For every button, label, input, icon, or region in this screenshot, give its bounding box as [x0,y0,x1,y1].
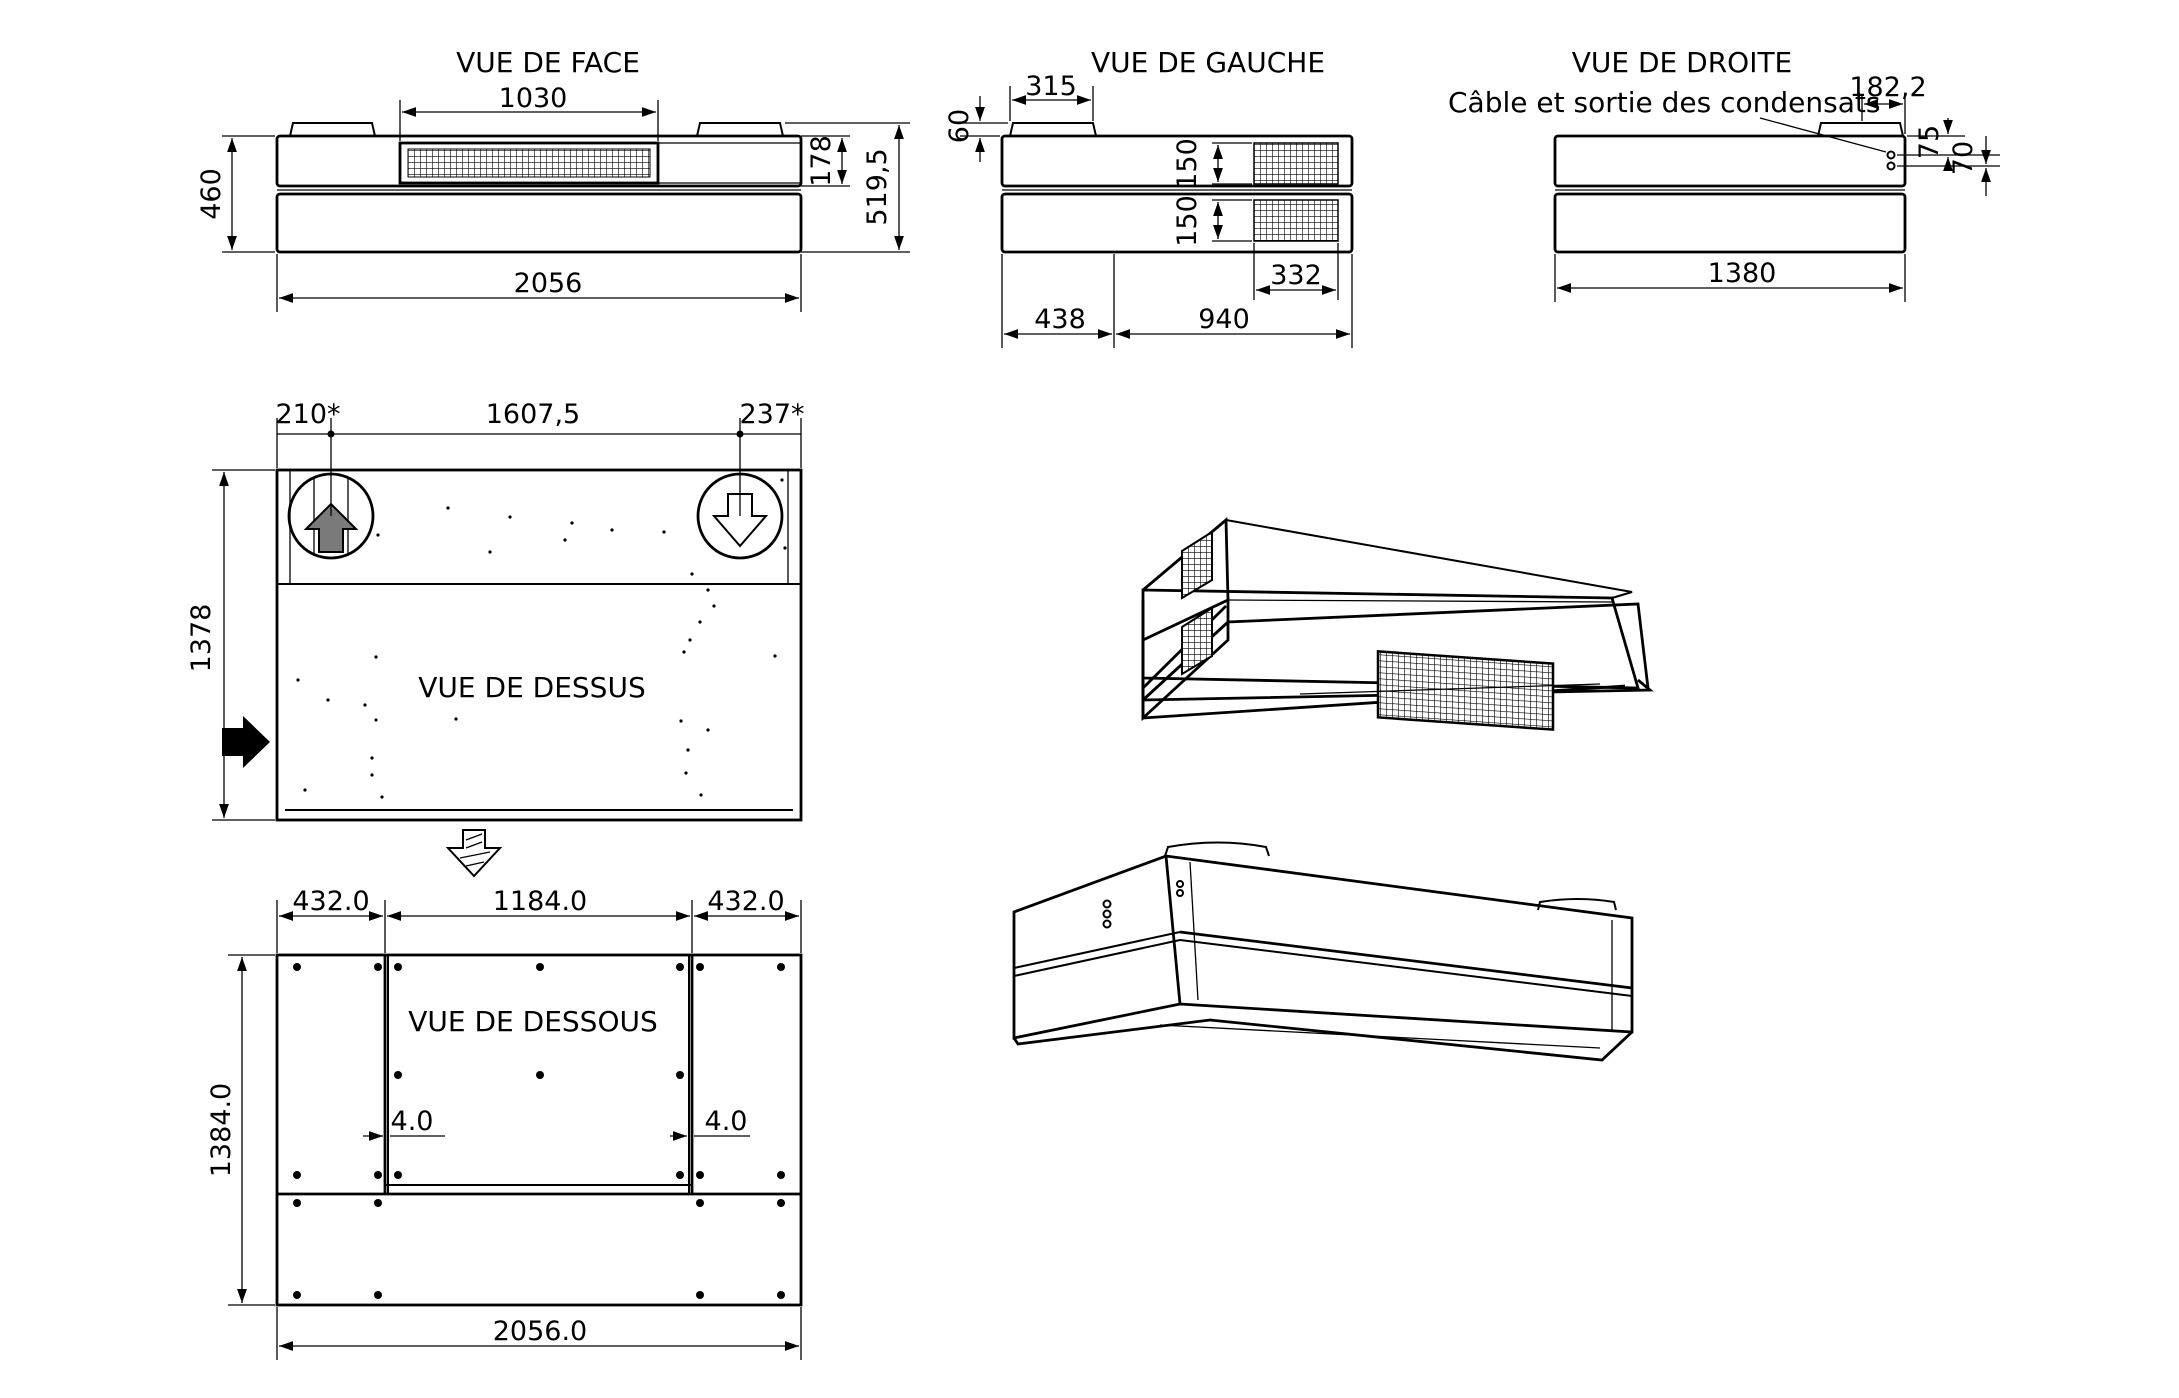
right-view-note: Câble et sortie des condensats [1448,86,1880,119]
left-duct [1009,122,1097,137]
view-direction-arrow-icon [445,829,503,878]
right-duct [1817,122,1904,137]
dim-top-between-axes: 1607,5 [486,399,580,430]
dim-top-left-axis: 210* [275,399,340,430]
iso1-side-grille-top [1181,530,1213,600]
dim-bottom-width: 2056.0 [493,1316,587,1347]
dim-front-grille-height: 178 [806,135,837,187]
dim-right-70: 70 [1948,141,1979,175]
bottom-body [275,953,803,1307]
right-view-title: VUE DE DROITE [1572,46,1793,79]
dim-right-75: 75 [1914,125,1945,159]
top-view-title: VUE DE DESSUS [418,671,645,704]
dim-left-duct-width: 315 [1025,71,1077,102]
dim-front-grille-width: 1030 [499,83,568,114]
iso2-connector-1 [1102,899,1112,909]
dim-left-offset: 438 [1034,304,1086,335]
left-view-title: VUE DE GAUCHE [1091,46,1325,79]
condensate-outlet [1886,161,1896,171]
dim-left-right-part: 940 [1198,304,1250,335]
top-surface-speckles [296,478,787,799]
dim-right-width: 1380 [1708,258,1777,289]
dim-left-grille-top-height: 150 [1172,138,1203,190]
dim-left-grille-width: 332 [1270,260,1322,291]
front-upper-body [275,134,803,188]
dim-bottom-depth: 1384.0 [206,1083,237,1177]
front-view-title: VUE DE FACE [456,46,640,79]
dim-right-offset: 182,2 [1849,72,1926,103]
air-outlet-arrow-icon [711,493,769,548]
dim-bottom-left-panel: 432.0 [292,886,369,917]
front-lower-body [275,192,803,254]
cable-outlet [1886,150,1896,160]
iso2-duct-left [1164,841,1270,857]
isometric-view-front [1141,517,1654,731]
dim-bottom-gap-left: 4.0 [391,1106,434,1137]
dim-top-depth: 1378 [186,604,217,673]
left-lower-body [1000,192,1354,254]
right-view: VUE DE DROITE Câble et sortie des conden… [1448,46,2000,302]
dim-front-width: 2056 [514,268,583,299]
bottom-fixing-points [293,963,785,1299]
dim-front-body-height: 460 [196,168,227,220]
right-upper-body [1553,134,1907,188]
dim-top-right-axis: 237* [739,399,804,430]
bottom-view-title: VUE DE DESSOUS [408,1005,658,1038]
front-duct-right [696,122,784,137]
isometric-view-rear [1012,841,1634,1062]
iso2-connector-3 [1102,919,1112,929]
top-view: VUE DE DESSUS [186,399,805,878]
bottom-view: VUE DE DESSOUS 432.0 1184.0 432.0 [206,886,803,1360]
iso1-side-grille-bottom [1181,606,1213,676]
iso2-connector-2 [1102,909,1112,919]
dim-left-grille-bottom-height: 150 [1172,195,1203,247]
dim-bottom-right-panel: 432.0 [707,886,784,917]
right-lower-body [1553,192,1907,254]
iso1-front-grille [1376,650,1555,731]
front-duct-left [289,122,376,137]
side-airflow-arrow-icon [222,716,270,768]
dim-left-duct-height: 60 [944,109,975,143]
dim-bottom-center-panel: 1184.0 [493,886,587,917]
air-intake-arrow-icon [303,502,359,553]
dim-front-total-height: 519,5 [862,148,893,225]
left-grille-top [1253,142,1339,185]
top-body [275,468,803,822]
dim-bottom-gap-right: 4.0 [705,1106,748,1137]
left-upper-body [1000,134,1354,188]
front-view: VUE DE FACE 1030 460 178 519,5 [196,46,910,312]
left-grille-bottom [1253,199,1339,242]
iso2-duct-right [1537,898,1617,911]
front-grille [398,141,660,185]
left-view: VUE DE GAUCHE 315 60 150 150 332 [944,46,1354,348]
